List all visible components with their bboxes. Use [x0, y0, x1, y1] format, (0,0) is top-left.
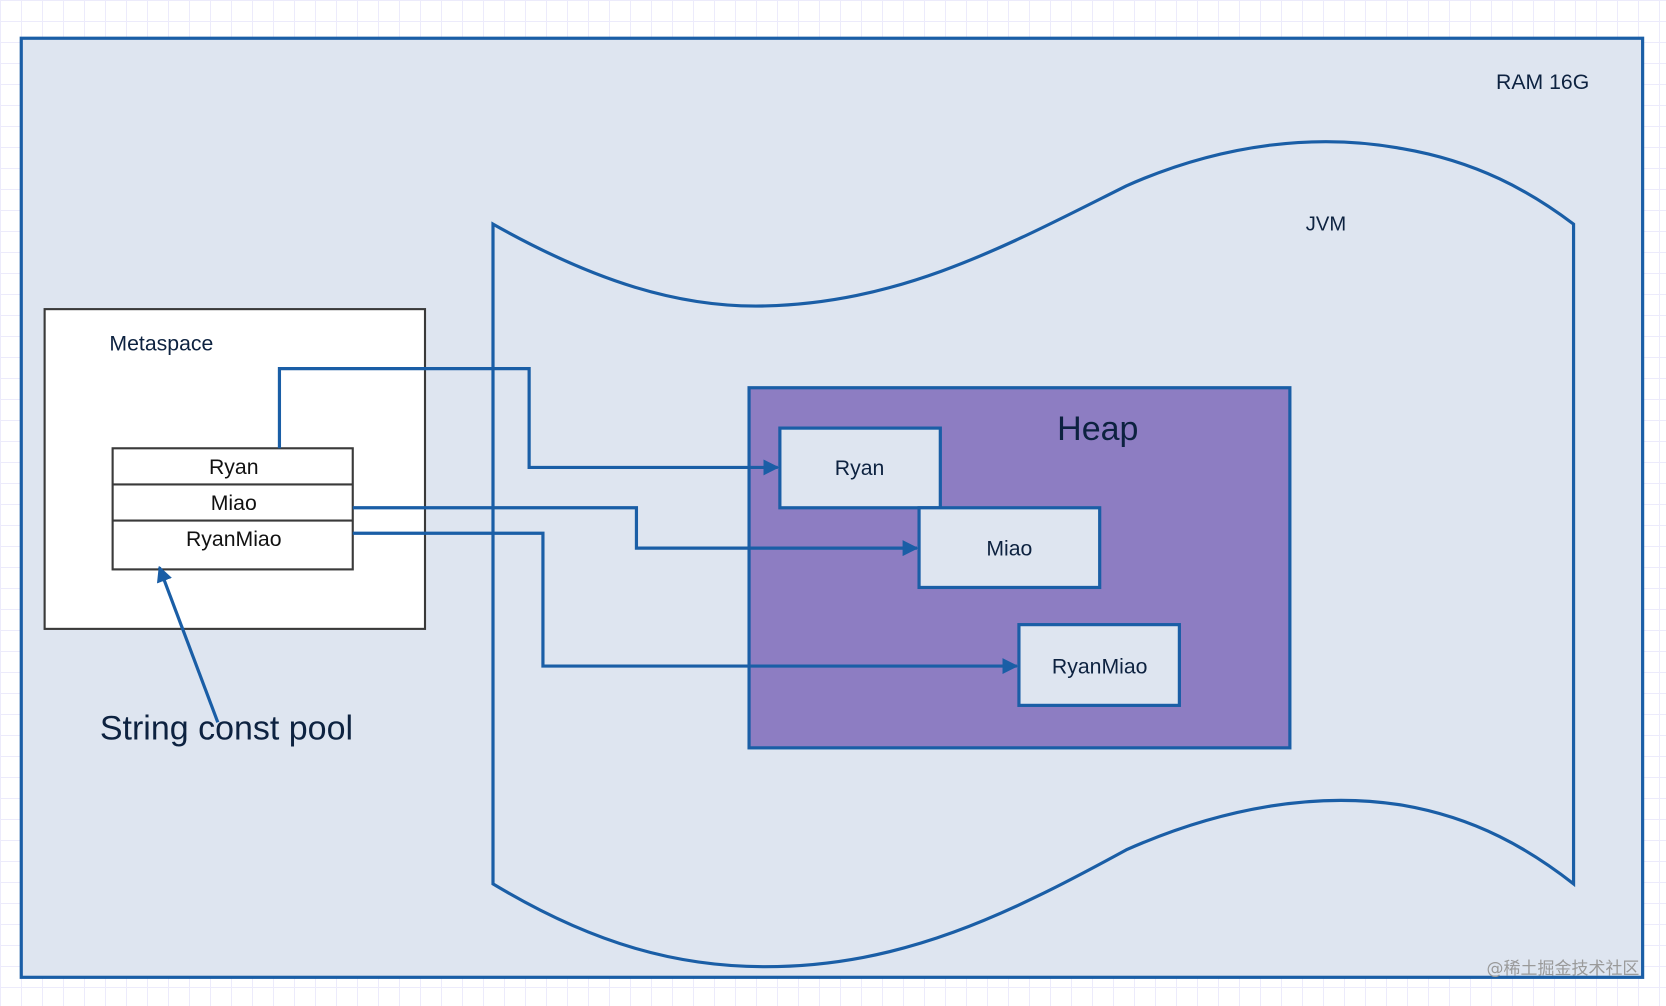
metaspace-label: Metaspace [109, 332, 213, 356]
connector-ryanmiao [352, 531, 1019, 675]
ram-label: RAM 16G [1496, 70, 1589, 94]
heap-object-ryanmiao-label: RyanMiao [1052, 655, 1148, 679]
heap-object-miao [917, 506, 1102, 590]
connector-miao [352, 506, 919, 557]
string-pool-table: Ryan Miao RyanMiao [111, 447, 354, 571]
pool-entry-ryanmiao: RyanMiao [186, 527, 282, 551]
heap-object-ryan-label: Ryan [835, 456, 885, 480]
watermark: @稀土掘金技术社区 [1487, 959, 1640, 979]
pool-entry-miao: Miao [211, 491, 257, 515]
pool-entry-ryan: Ryan [209, 455, 259, 479]
jvm-shape [491, 140, 1576, 969]
jvm-label: JVM [1306, 214, 1346, 236]
string-pool-label: String const pool [100, 709, 353, 747]
pool-pointer-arrow [156, 565, 220, 723]
heap-object-ryanmiao [1017, 623, 1181, 707]
connector-ryan [277, 367, 780, 476]
heap-object-miao-label: Miao [986, 537, 1032, 561]
heap-label: Heap [1057, 410, 1138, 448]
heap-object-ryan [778, 426, 942, 510]
